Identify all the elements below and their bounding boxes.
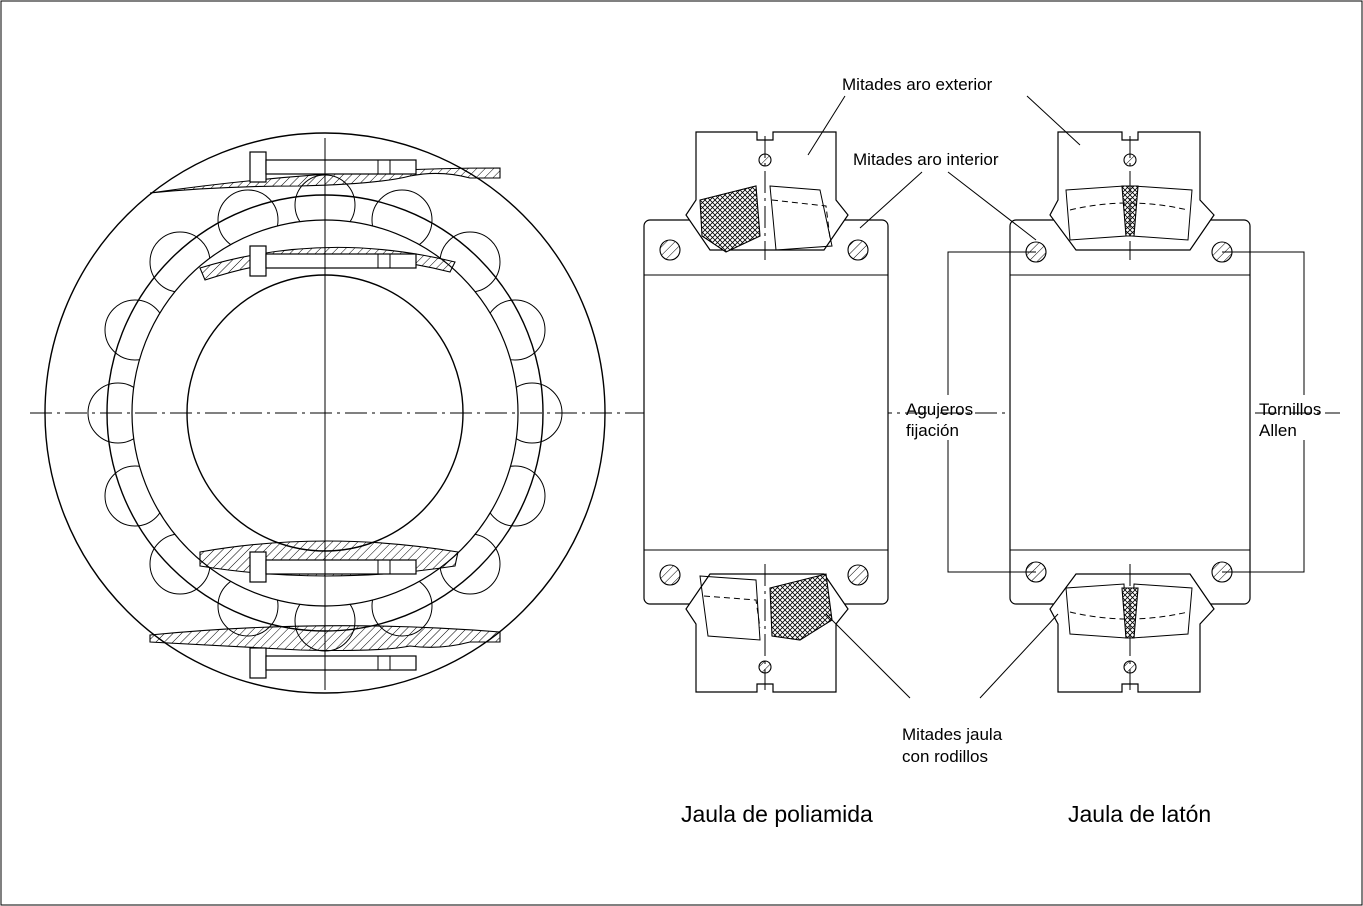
caption-polyamide-cage: Jaula de poliamida — [681, 801, 873, 827]
label-fixing-holes-2: fijación — [906, 421, 959, 440]
label-allen-screws-1: Tornillos — [1259, 400, 1321, 419]
label-allen-screws-2: Allen — [1259, 421, 1297, 440]
label-inner-ring-halves: Mitades aro interior — [853, 150, 999, 169]
allen-screw-top-outer — [249, 151, 417, 183]
brass-cage-section — [1009, 131, 1251, 693]
label-outer-ring-halves: Mitades aro exterior — [842, 75, 993, 94]
brass-inner-ring-body — [1009, 219, 1251, 605]
label-fixing-holes-1: Agujeros — [906, 400, 973, 419]
allen-screw-bottom-outer — [249, 647, 417, 679]
label-cage-halves-2: con rodillos — [902, 747, 988, 766]
allen-screw-top-inner — [249, 245, 417, 277]
polyamide-cage-bottom — [769, 573, 833, 641]
allen-screw-bottom-inner — [249, 551, 417, 583]
polyamide-cage-section — [643, 131, 889, 693]
caption-brass-cage: Jaula de latón — [1068, 801, 1211, 827]
label-cage-halves-1: Mitades jaula — [902, 725, 1003, 744]
leader-lines — [807, 95, 1305, 699]
polyamide-inner-ring-body — [643, 219, 889, 605]
polyamide-cage-top — [699, 185, 761, 253]
